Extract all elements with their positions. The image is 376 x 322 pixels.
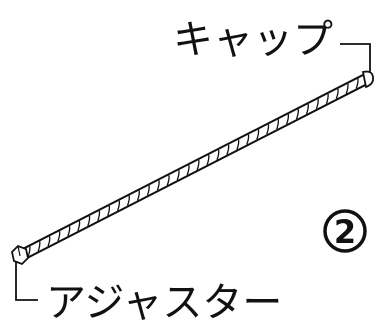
rod-thread	[27, 78, 359, 257]
callout-cap-leader	[340, 43, 371, 72]
thread-mark	[126, 195, 130, 206]
thread-mark	[355, 78, 359, 89]
callout-adjuster: アジャスター	[15, 262, 282, 322]
thread-mark	[156, 180, 160, 191]
thread-mark	[97, 210, 101, 222]
part-number-label: 2	[334, 213, 356, 251]
thread-mark	[136, 190, 140, 201]
thread-mark	[47, 236, 51, 247]
thread-mark	[276, 119, 280, 130]
thread-mark	[246, 134, 250, 145]
thread-mark	[305, 104, 309, 115]
rod-adjuster	[11, 244, 29, 266]
callout-adjuster-label: アジャスター	[46, 280, 282, 322]
thread-mark	[285, 114, 290, 125]
thread-mark	[256, 129, 260, 140]
thread-mark	[107, 205, 111, 216]
adjuster-nut-edge	[17, 245, 21, 257]
thread-mark	[57, 231, 61, 242]
thread-mark	[266, 124, 270, 135]
thread-mark	[37, 241, 41, 252]
thread-mark	[87, 215, 91, 227]
thread-mark	[335, 88, 339, 99]
callout-adjuster-leader	[15, 262, 38, 301]
thread-mark	[345, 83, 349, 94]
thread-mark	[186, 165, 190, 176]
thread-mark	[236, 139, 240, 150]
thread-mark	[116, 200, 121, 211]
callout-cap: キャップ	[173, 17, 371, 72]
thread-mark	[206, 154, 210, 166]
part-number-circle	[323, 209, 367, 253]
thread-mark	[176, 170, 180, 181]
thread-mark	[196, 159, 200, 171]
thread-mark	[77, 221, 81, 232]
thread-mark	[27, 246, 31, 257]
rod-cap	[361, 70, 375, 89]
thread-mark	[146, 185, 150, 196]
thread-mark	[216, 149, 220, 160]
thread-mark	[325, 93, 329, 104]
thread-mark	[67, 226, 71, 237]
part-number-marker: 2	[323, 209, 367, 253]
thread-mark	[226, 144, 230, 155]
thread-mark	[166, 175, 170, 186]
callout-cap-label: キャップ	[173, 17, 333, 63]
thread-mark	[315, 98, 319, 110]
threaded-rod	[11, 70, 375, 266]
rod-body	[18, 74, 370, 260]
thread-mark	[295, 109, 299, 120]
